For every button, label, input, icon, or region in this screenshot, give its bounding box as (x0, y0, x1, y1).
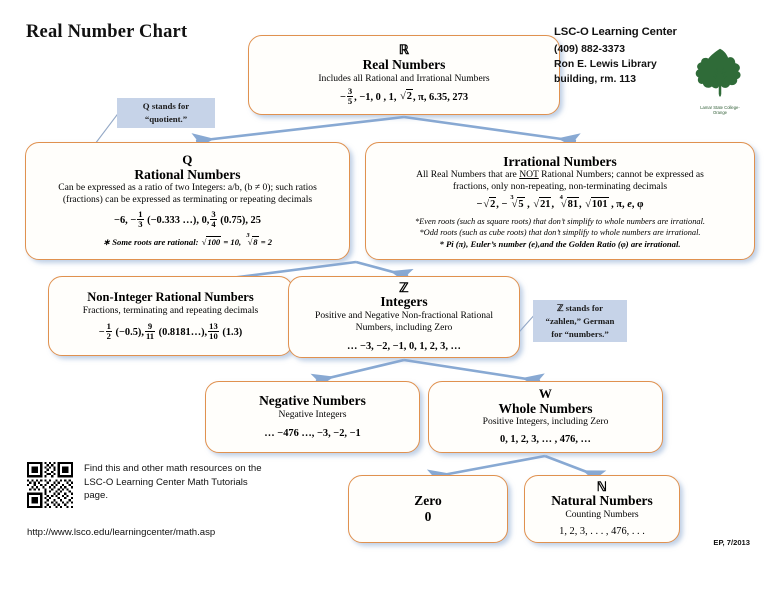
irrational-examples: −√2, −3√5 , √21, 4√81, √101 , π, e, φ (476, 193, 644, 211)
z-callout-note: ℤ stands for “zahlen,” German for “numbe… (533, 300, 627, 343)
integers-symbol: ℤ (399, 279, 409, 295)
node-non-integer-rational[interactable]: Non-Integer Rational Numbers Fractions, … (48, 276, 293, 356)
natural-title: Natural Numbers (551, 493, 653, 509)
org-header: LSC-O Learning Center (409) 882-3373 Ron… (554, 26, 754, 115)
arrow-real-to-irrational (403, 115, 581, 150)
integers-examples: … −3, −2, −1, 0, 1, 2, 3, … (347, 340, 461, 352)
q-callout-line2: “quotient.” (144, 113, 188, 124)
arrow-rational-to-integers (355, 260, 414, 285)
whole-symbol: W (538, 386, 553, 402)
z-callout-line2: “zahlen,” German (545, 315, 615, 326)
natural-description: Counting Numbers (565, 508, 639, 520)
qr-description: Find this and other math resources on th… (84, 463, 262, 502)
logo-caption-line1: Lamar State College- (700, 105, 740, 110)
node-zero[interactable]: Zero 0 (348, 475, 508, 543)
z-callout-line1: ℤ stands for (556, 303, 604, 313)
org-name: LSC-O Learning Center (554, 26, 677, 38)
arrow-whole-to-natural (544, 454, 607, 487)
integers-description-line1: Positive and Negative Non-fractional Rat… (315, 309, 493, 321)
org-phone: (409) 882-3373 (554, 44, 626, 55)
arrow-real-to-rational (191, 115, 405, 150)
q-callout-line1: Q stands for (142, 101, 190, 111)
q-callout-note: Q stands for “quotient.” (117, 98, 215, 128)
logo-caption-line2: Orange (713, 110, 727, 116)
natural-symbol: ℕ (596, 478, 608, 494)
irrational-title: Irrational Numbers (503, 153, 617, 169)
qr-code-icon (27, 462, 73, 508)
negative-description: Negative Integers (278, 409, 347, 420)
resource-url[interactable]: http://www.lsco.edu/learningcenter/math.… (27, 527, 216, 538)
org-address-line2: building, rm. 113 (554, 73, 636, 85)
tree-icon (695, 48, 741, 97)
rational-description-line2: (fractions) can be expressed as terminat… (62, 194, 313, 206)
noninteger-title: Non-Integer Rational Numbers (87, 290, 254, 305)
arrow-whole-to-zero (426, 454, 546, 486)
irrational-desc-not: NOT (519, 169, 539, 181)
org-address-line1: Ron E. Lewis Library (554, 58, 657, 70)
real-description: Includes all Rational and Irrational Num… (318, 72, 490, 84)
irrational-note-1: *Even roots (such as square roots) that … (414, 216, 705, 226)
node-rational-numbers[interactable]: Q Rational Numbers Can be expressed as a… (25, 142, 350, 260)
irrational-description-line2: fractions, only non-repeating, non-termi… (452, 181, 668, 193)
whole-examples: 0, 1, 2, 3, … , 476, … (500, 434, 591, 446)
z-callout-line3: for “numbers.” (551, 328, 609, 339)
arrow-integers-to-whole (403, 358, 545, 390)
whole-description: Positive Integers, including Zero (482, 416, 609, 428)
natural-examples: 1, 2, 3, . . . , 476, . . . (559, 525, 645, 537)
node-real-numbers[interactable]: ℝ Real Numbers Includes all Rational and… (248, 35, 560, 115)
rational-title: Rational Numbers (134, 166, 241, 182)
arrow-integers-to-negative (310, 358, 405, 390)
irrational-note-2: *Odd roots (such as cube roots) that don… (419, 228, 701, 238)
irrational-description-line1: All Real Numbers that are NOT Rational N… (410, 169, 710, 181)
page-title: Real Number Chart (26, 22, 188, 42)
integers-description-line2: Numbers, including Zero (355, 321, 453, 333)
negative-title: Negative Numbers (259, 393, 366, 409)
irrational-note-3: * Pi (π), Euler’s number (e),and the Gol… (439, 238, 681, 249)
rational-symbol: Q (182, 152, 193, 168)
irrational-desc-b: Rational Numbers; cannot be expressed as (538, 169, 704, 181)
negative-examples: … −476 …, −3, −2, −1 (264, 427, 361, 439)
node-whole-numbers[interactable]: W Whole Numbers Positive Integers, inclu… (428, 381, 663, 453)
qr-code[interactable] (27, 462, 73, 508)
real-symbol: ℝ (398, 42, 410, 58)
tree-logo: Lamar State College- Orange (688, 46, 752, 116)
zero-examples: 0 (424, 509, 432, 524)
irrational-desc-a: All Real Numbers that are (416, 169, 520, 181)
zero-title: Zero (414, 493, 442, 509)
node-natural-numbers[interactable]: ℕ Natural Numbers Counting Numbers 1, 2,… (524, 475, 680, 543)
node-integers[interactable]: ℤ Integers Positive and Negative Non-fra… (288, 276, 520, 358)
whole-title: Whole Numbers (498, 400, 593, 416)
node-irrational-numbers[interactable]: Irrational Numbers All Real Numbers that… (365, 142, 755, 260)
rational-description-line1: Can be expressed as a ratio of two Integ… (58, 182, 317, 194)
noninteger-description: Fractions, terminating and repeating dec… (82, 304, 259, 316)
rational-note: ∗ Some roots are rational: √100 = 10, 3√… (102, 232, 273, 248)
credit-line: EP, 7/2013 (713, 538, 750, 547)
integers-title: Integers (380, 294, 428, 310)
node-negative-numbers[interactable]: Negative Numbers Negative Integers … −47… (205, 381, 420, 453)
real-title: Real Numbers (362, 57, 446, 73)
